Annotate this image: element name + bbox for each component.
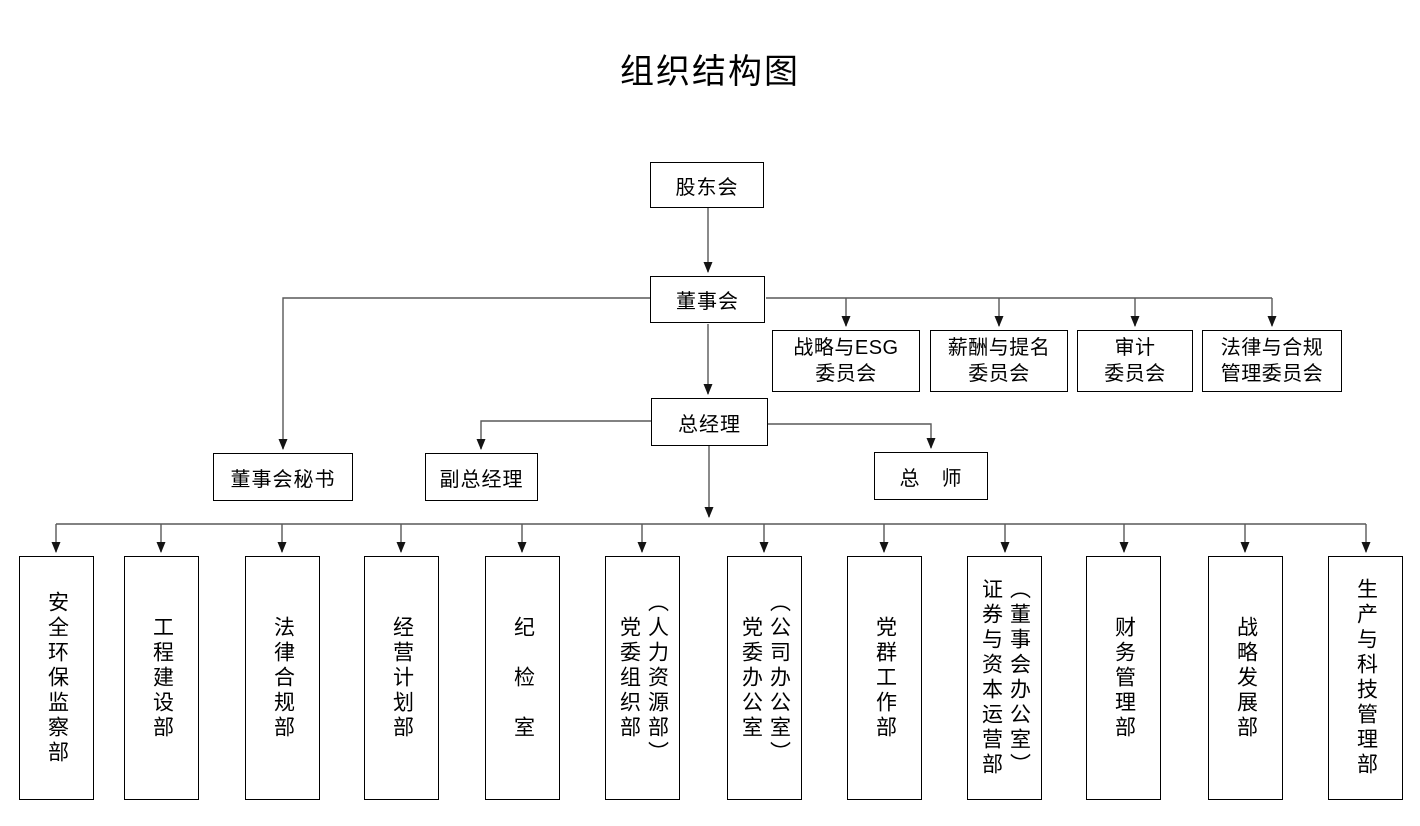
dept-name: 党委办公室 xyxy=(739,615,763,741)
dept-name: 财务管理部 xyxy=(1112,615,1136,741)
dept-alt-name: （董事会办公室） xyxy=(1007,578,1031,778)
dept-party-mass-work: 党群工作部 xyxy=(847,556,922,800)
dept-name: 安全环保监察部 xyxy=(45,590,69,766)
dept-party-organization-hr: 党委组织部（人力资源部） xyxy=(605,556,680,800)
dept-name: 经营计划部 xyxy=(390,615,414,741)
dept-finance-management: 财务管理部 xyxy=(1086,556,1161,800)
committee-strategy-esg: 战略与ESG 委员会 xyxy=(772,330,920,392)
committee-audit: 审计 委员会 xyxy=(1077,330,1193,392)
committee-remuneration-nomination: 薪酬与提名 委员会 xyxy=(930,330,1068,392)
node-label: 总经理 xyxy=(678,413,741,436)
dept-safety-environment-supervision: 安全环保监察部 xyxy=(19,556,94,800)
dept-name: 战略发展部 xyxy=(1234,615,1258,741)
dept-engineering-construction: 工程建设部 xyxy=(124,556,199,800)
dept-alt-name: （公司办公室） xyxy=(767,590,791,766)
dept-name: 证券与资本运营部 xyxy=(979,578,1003,778)
committee-label-line1: 法律与合规 xyxy=(1220,337,1324,359)
dept-discipline-inspection-office: 纪 检 室 xyxy=(485,556,560,800)
dept-strategy-development: 战略发展部 xyxy=(1208,556,1283,800)
dept-name: 工程建设部 xyxy=(150,615,174,741)
committee-label-line2: 委员会 xyxy=(1104,363,1166,385)
node-deputy-general-manager: 副总经理 xyxy=(425,453,538,501)
committee-legal-compliance-management: 法律与合规 管理委员会 xyxy=(1202,330,1342,392)
dept-name: 党群工作部 xyxy=(873,615,897,741)
dept-operation-planning: 经营计划部 xyxy=(364,556,439,800)
committee-label-line1: 战略与ESG xyxy=(793,337,899,359)
dept-production-technology-management: 生产与科技管理部 xyxy=(1328,556,1403,800)
committee-label-line1: 薪酬与提名 xyxy=(947,337,1051,359)
committee-label-line1: 审计 xyxy=(1114,337,1156,359)
node-label: 总 师 xyxy=(899,467,963,490)
committee-label-line2: 委员会 xyxy=(815,363,877,385)
node-chief-engineer: 总 师 xyxy=(874,452,988,500)
node-label: 董事会 xyxy=(676,291,739,313)
dept-name: 生产与科技管理部 xyxy=(1354,578,1378,778)
node-shareholders-meeting: 股东会 xyxy=(650,162,764,208)
node-label: 副总经理 xyxy=(439,468,524,491)
node-board-secretary: 董事会秘书 xyxy=(213,453,353,501)
dept-party-committee-office: 党委办公室（公司办公室） xyxy=(727,556,802,800)
dept-legal-compliance: 法律合规部 xyxy=(245,556,320,800)
node-label: 董事会秘书 xyxy=(230,468,336,491)
dept-name: 纪 检 室 xyxy=(511,615,535,741)
committee-label-line2: 管理委员会 xyxy=(1220,363,1324,385)
node-general-manager: 总经理 xyxy=(651,398,768,446)
dept-name: 党委组织部 xyxy=(617,615,641,741)
node-label: 股东会 xyxy=(675,176,739,199)
dept-name: 法律合规部 xyxy=(271,615,295,741)
dept-alt-name: （人力资源部） xyxy=(645,590,669,766)
node-board-of-directors: 董事会 xyxy=(650,276,765,323)
page-title: 组织结构图 xyxy=(620,53,800,91)
committee-label-line2: 委员会 xyxy=(968,363,1030,385)
dept-securities-capital-operation: 证券与资本运营部（董事会办公室） xyxy=(967,556,1042,800)
